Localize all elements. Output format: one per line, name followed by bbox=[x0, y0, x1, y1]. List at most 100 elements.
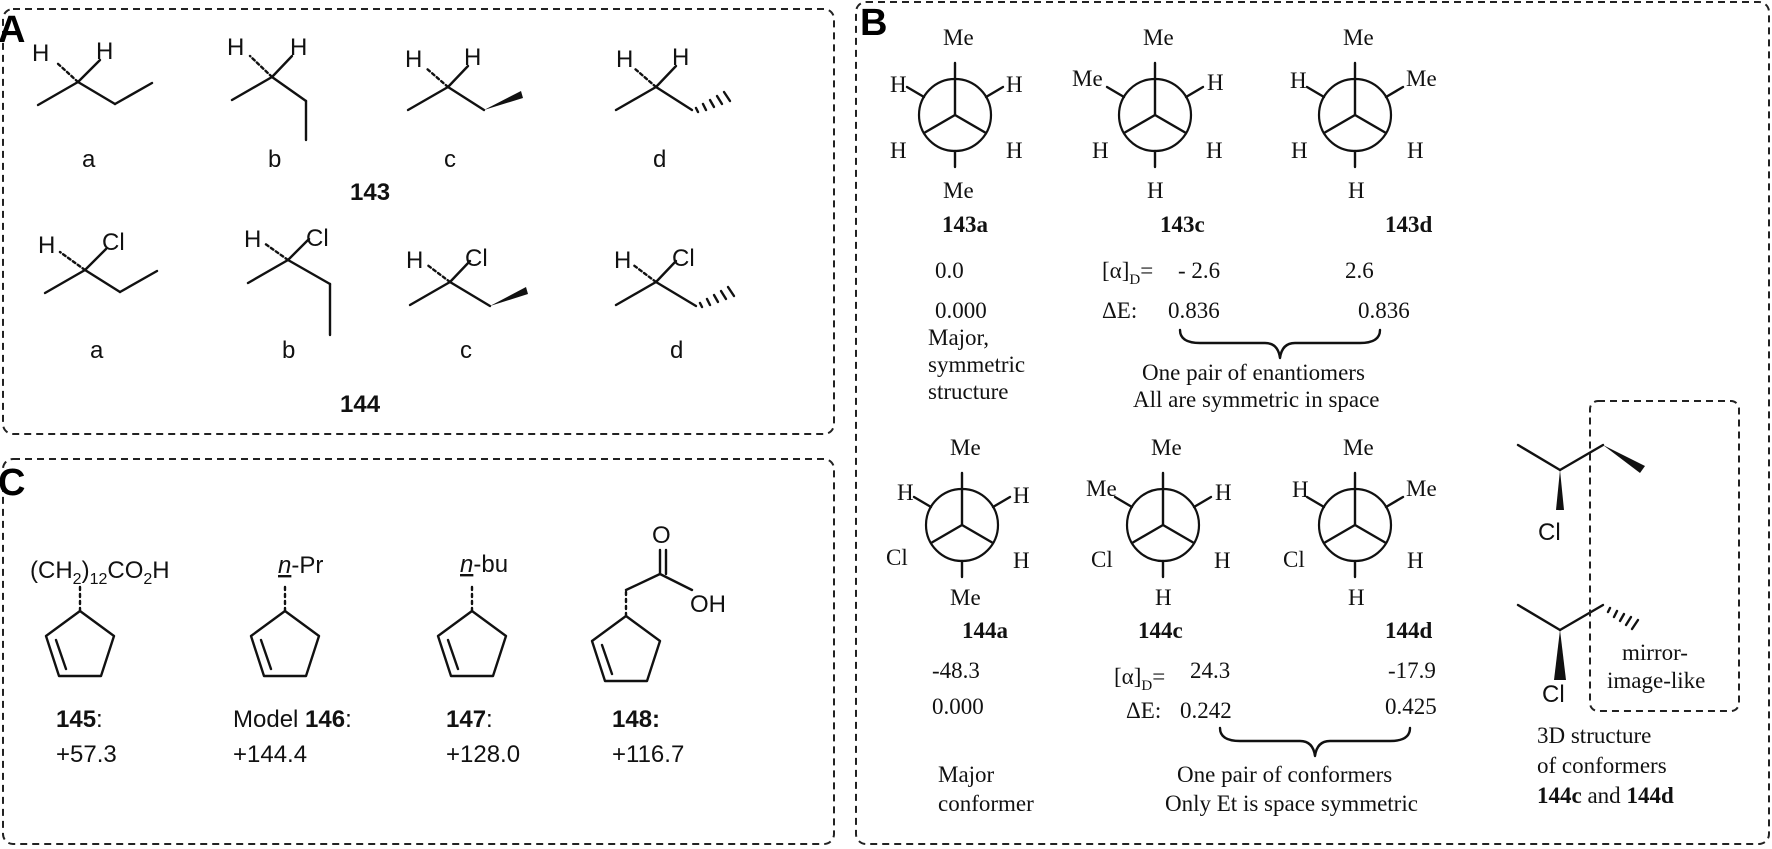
atom-cl: Cl bbox=[306, 225, 329, 252]
atom-cl: Cl bbox=[102, 229, 125, 256]
panel-a-tag: A bbox=[0, 9, 25, 51]
atom-h: H bbox=[1092, 138, 1109, 163]
value-144c-de: 0.242 bbox=[1180, 698, 1232, 723]
compound-144-label: 144 bbox=[340, 391, 381, 418]
mirror-box bbox=[1589, 400, 1740, 712]
structure-144c: H Cl bbox=[406, 245, 528, 308]
value-144a-de: 0.000 bbox=[932, 694, 984, 719]
value-144d-alpha: -17.9 bbox=[1388, 658, 1436, 683]
atom-h: H bbox=[244, 226, 261, 253]
atom-cl: Cl bbox=[1283, 547, 1305, 572]
note-144cd: One pair of conformers Only Et is space … bbox=[1165, 762, 1418, 816]
atom-o: O bbox=[652, 522, 671, 549]
value-148: +116.7 bbox=[612, 741, 684, 768]
atom-me: Me bbox=[1072, 66, 1103, 91]
value-145: +57.3 bbox=[56, 741, 117, 768]
value-144c-alpha: 24.3 bbox=[1190, 658, 1230, 683]
label-144d: 144d bbox=[1385, 618, 1433, 643]
atom-h: H bbox=[1013, 483, 1030, 508]
value-146: +144.4 bbox=[233, 741, 307, 768]
atom-h: H bbox=[1006, 138, 1023, 163]
atom-me: Me bbox=[943, 25, 974, 50]
atom-me: Me bbox=[1086, 476, 1117, 501]
atom-me: Me bbox=[1343, 435, 1374, 460]
atom-cl: Cl bbox=[465, 245, 488, 272]
atom-me: Me bbox=[1143, 25, 1174, 50]
de-label-bottom: ΔE: bbox=[1126, 698, 1161, 723]
structure-3d-compounds: 144c and 144d bbox=[1537, 783, 1674, 808]
atom-h: H bbox=[1348, 585, 1365, 610]
atom-h: H bbox=[890, 72, 907, 97]
atom-h: H bbox=[227, 34, 244, 61]
panel-a-row1: H H H H H H bbox=[32, 34, 732, 206]
label-144-d: d bbox=[670, 337, 683, 364]
label-143c: 143c bbox=[1160, 212, 1205, 237]
atom-cl: Cl bbox=[886, 545, 908, 570]
structure-144a: H Cl bbox=[38, 229, 159, 295]
brace-143cd bbox=[1178, 328, 1382, 360]
atom-h: H bbox=[1207, 70, 1224, 95]
atom-h: H bbox=[38, 232, 55, 259]
atom-h: H bbox=[616, 46, 633, 73]
atom-h: H bbox=[1407, 138, 1424, 163]
structure-143d: H H bbox=[614, 44, 732, 114]
note-143a: Major, symmetric structure bbox=[928, 325, 1031, 404]
atom-cl: Cl bbox=[1091, 547, 1113, 572]
structure-144d: H Cl bbox=[614, 245, 736, 309]
label-143-a: a bbox=[82, 146, 96, 173]
panel-b-tag: B bbox=[860, 2, 887, 44]
label-146: Model 146: bbox=[233, 706, 352, 733]
atom-h: H bbox=[897, 480, 914, 505]
structure-3d-144d: Cl bbox=[1516, 603, 1640, 708]
value-143c-alpha: - 2.6 bbox=[1178, 258, 1220, 283]
label-143-b: b bbox=[268, 146, 281, 173]
atom-cl: Cl bbox=[672, 245, 695, 272]
atom-h: H bbox=[1348, 178, 1365, 203]
panel-c-tag: C bbox=[0, 462, 25, 504]
substituent-147: n-bu bbox=[460, 551, 508, 578]
label-143-c: c bbox=[444, 146, 456, 173]
compound-143-label: 143 bbox=[350, 179, 390, 206]
value-144a-alpha: -48.3 bbox=[932, 658, 980, 683]
substituent-145: (CH2)12CO2H bbox=[30, 557, 170, 588]
compound-148: O OH 148: +116.7 bbox=[590, 522, 726, 768]
atom-h: H bbox=[1147, 178, 1164, 203]
atom-me: Me bbox=[950, 585, 981, 610]
substituent-146: n-Pr bbox=[278, 552, 323, 579]
atom-h: H bbox=[672, 44, 689, 71]
panel-c: (CH2)12CO2H 145: +57.3 n-Pr Model 146: +… bbox=[30, 522, 726, 768]
newman-144c: Me Me H Cl H H bbox=[1086, 435, 1232, 610]
label-148: 148: bbox=[612, 706, 660, 733]
panel-b-frame bbox=[855, 1, 1770, 845]
panel-a-row2: H Cl H Cl H Cl bbox=[38, 225, 736, 418]
atom-h: H bbox=[614, 247, 631, 274]
note-144a: Major conformer bbox=[938, 762, 1034, 816]
compound-147: n-bu 147: +128.0 bbox=[436, 551, 520, 768]
structure-143c: H H bbox=[405, 44, 523, 112]
atom-h: H bbox=[1214, 548, 1231, 573]
atom-cl: Cl bbox=[1542, 681, 1565, 708]
atom-me: Me bbox=[950, 435, 981, 460]
atom-h: H bbox=[406, 247, 423, 274]
value-143c-de: 0.836 bbox=[1168, 298, 1220, 323]
compound-146: n-Pr Model 146: +144.4 bbox=[233, 552, 352, 768]
label-144c: 144c bbox=[1138, 618, 1183, 643]
atom-h: H bbox=[1006, 72, 1023, 97]
label-143-d: d bbox=[653, 146, 666, 173]
panel-c-frame bbox=[2, 458, 835, 845]
atom-me: Me bbox=[1406, 476, 1437, 501]
atom-h: H bbox=[405, 46, 422, 73]
panel-b: Me H H H H Me Me Me H H H H Me H Me H H … bbox=[886, 25, 1740, 816]
label-144-c: c bbox=[460, 337, 472, 364]
atom-h: H bbox=[1155, 585, 1172, 610]
atom-h: H bbox=[464, 44, 481, 71]
newman-143c: Me Me H H H H bbox=[1072, 25, 1224, 203]
label-144-a: a bbox=[90, 337, 104, 364]
atom-me: Me bbox=[1406, 66, 1437, 91]
mirror-note: mirror- image-like bbox=[1607, 640, 1705, 693]
label-144-b: b bbox=[282, 337, 295, 364]
structure-3d-note: 3D structure of conformers bbox=[1537, 723, 1667, 778]
value-143a-de: 0.000 bbox=[935, 298, 987, 323]
atom-h: H bbox=[1291, 138, 1308, 163]
